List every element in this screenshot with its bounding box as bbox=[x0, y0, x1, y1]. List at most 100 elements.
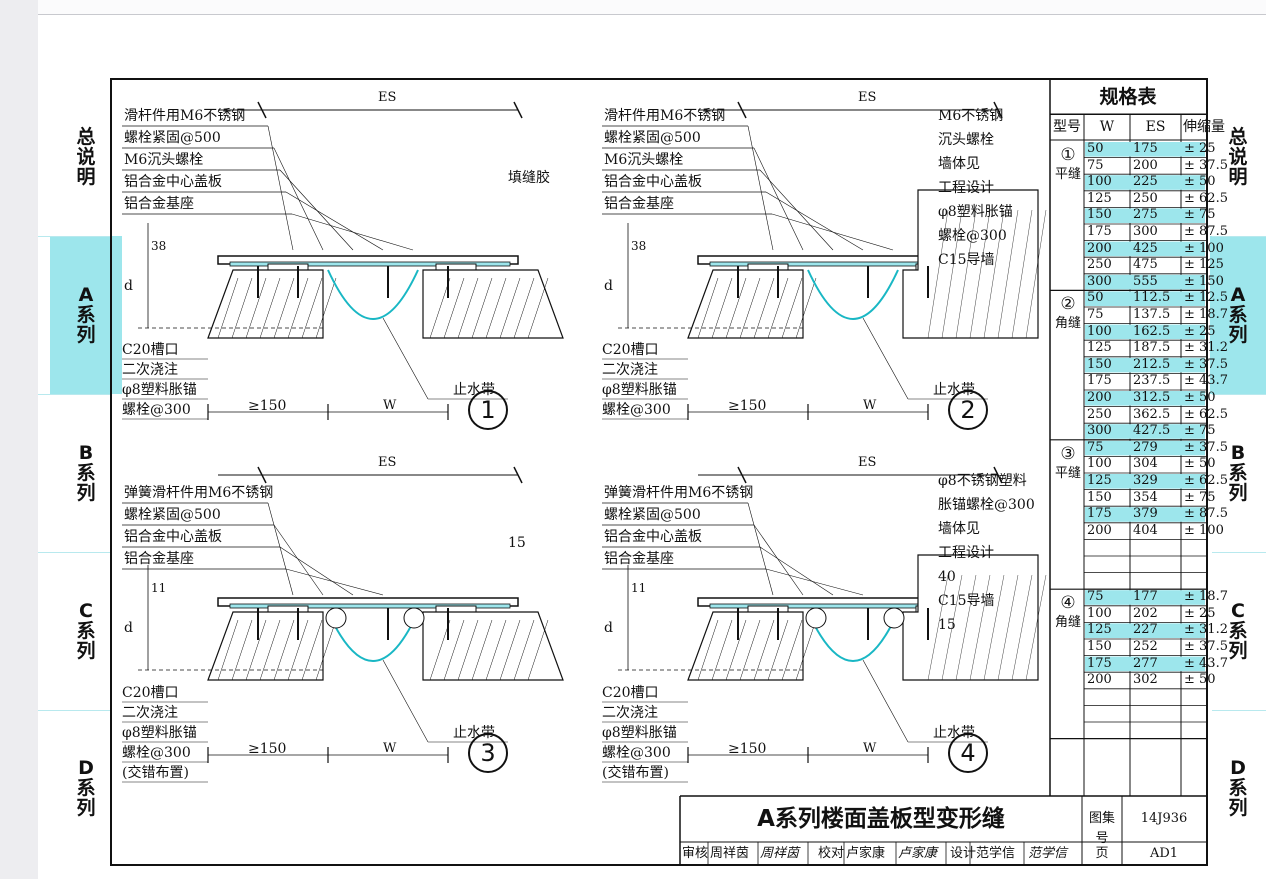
detail-number-badge: 4 bbox=[948, 733, 988, 773]
line bbox=[765, 191, 864, 251]
design-label: 设计 bbox=[950, 846, 977, 861]
spec-group-marker: ① bbox=[1060, 145, 1076, 165]
line bbox=[969, 574, 991, 681]
es-dimension: ES bbox=[858, 90, 877, 105]
spec-cell: ± 43.7 bbox=[1184, 373, 1228, 389]
spec-cell: ± 87.5 bbox=[1184, 506, 1228, 522]
line bbox=[273, 524, 324, 596]
callout-label: C15导墙 bbox=[938, 593, 995, 609]
line bbox=[955, 574, 977, 681]
spec-cell: 100 bbox=[1087, 605, 1112, 621]
tab-separator bbox=[38, 394, 110, 395]
line bbox=[257, 466, 267, 484]
spec-cell: ± 18.7 bbox=[1184, 589, 1228, 605]
spec-cell: 137.5 bbox=[1133, 307, 1171, 322]
spec-cell: 100 bbox=[1087, 174, 1112, 190]
dim-label: W bbox=[863, 741, 877, 756]
spec-cell: 475 bbox=[1133, 257, 1158, 273]
spec-cell: 162.5 bbox=[1133, 323, 1171, 339]
side-tab-label: 总说明 bbox=[1228, 126, 1248, 188]
spec-cell: 212.5 bbox=[1133, 356, 1171, 372]
callout-label: 15 bbox=[938, 617, 956, 633]
callout-label: (交错布置) bbox=[602, 765, 669, 781]
line bbox=[485, 277, 507, 339]
callout-label: 滑杆件用M6不锈钢 bbox=[604, 108, 726, 124]
spec-cell: ± 25 bbox=[1184, 323, 1216, 339]
line bbox=[927, 574, 949, 681]
spec-cell: ± 62.5 bbox=[1184, 406, 1228, 422]
spec-cell: 50 bbox=[1087, 141, 1104, 156]
spec-cell: ± 75 bbox=[1184, 423, 1216, 439]
spec-group-name: 角缝 bbox=[1054, 615, 1081, 631]
callout-label: 螺栓紧固@500 bbox=[604, 130, 701, 146]
line bbox=[267, 502, 294, 596]
side-tab-right-0[interactable]: 总说明 bbox=[1210, 78, 1266, 236]
spec-cell: 379 bbox=[1133, 506, 1158, 522]
spec-cell: 200 bbox=[1087, 390, 1112, 405]
line bbox=[753, 147, 804, 251]
line bbox=[217, 619, 239, 681]
spec-group-name: 角缝 bbox=[1054, 316, 1081, 332]
callout-label: 二次浇注 bbox=[602, 362, 658, 378]
spec-cell: ± 50 bbox=[1184, 390, 1216, 405]
line bbox=[771, 213, 894, 251]
spec-cell: ± 75 bbox=[1184, 489, 1216, 505]
line bbox=[301, 277, 323, 339]
designer-signature: 范学信 bbox=[1028, 846, 1068, 861]
spec-cell: 329 bbox=[1133, 473, 1158, 488]
tab-separator bbox=[1212, 552, 1266, 553]
tab-separator bbox=[38, 552, 110, 553]
spec-cell: 354 bbox=[1133, 489, 1158, 505]
shape bbox=[1085, 590, 1205, 605]
line bbox=[285, 568, 384, 596]
checker-name: 卢家康 bbox=[846, 846, 886, 861]
spec-cell: ± 50 bbox=[1184, 672, 1216, 688]
shape bbox=[403, 607, 425, 629]
callout-label: φ8塑料胀锚 bbox=[938, 204, 1013, 220]
line bbox=[287, 277, 309, 339]
line bbox=[231, 619, 253, 681]
spec-cell: 300 bbox=[1087, 273, 1112, 289]
callout-label: 铝合金基座 bbox=[124, 551, 194, 567]
line bbox=[747, 125, 774, 251]
callout-label: 二次浇注 bbox=[122, 705, 178, 721]
line bbox=[315, 277, 337, 339]
line bbox=[767, 277, 789, 339]
dim-label: W bbox=[383, 398, 397, 413]
spec-cell: 427.5 bbox=[1133, 423, 1171, 439]
line bbox=[955, 209, 977, 339]
spec-cell: 202 bbox=[1133, 605, 1158, 621]
shape bbox=[883, 607, 905, 629]
spec-cell: ± 25 bbox=[1184, 141, 1216, 156]
shape bbox=[1085, 357, 1205, 373]
spec-cell: 75 bbox=[1087, 439, 1104, 455]
spec-cell: 200 bbox=[1087, 240, 1112, 256]
line bbox=[753, 524, 804, 596]
review-label: 审核 bbox=[682, 846, 709, 861]
spec-cell: 312.5 bbox=[1133, 390, 1171, 405]
drawing-title: A系列楼面盖板型变形缝 bbox=[757, 806, 1005, 832]
spec-cell: 150 bbox=[1087, 489, 1112, 505]
shape bbox=[327, 269, 419, 320]
side-tab-left-0[interactable]: 总说明 bbox=[50, 78, 122, 236]
shape bbox=[207, 611, 324, 681]
reviewer-name: 周祥茵 bbox=[710, 846, 750, 861]
spec-group-marker: ② bbox=[1060, 294, 1076, 315]
line bbox=[257, 101, 267, 119]
spec-cell: ± 87.5 bbox=[1184, 224, 1228, 239]
spec-cell: 275 bbox=[1133, 207, 1158, 223]
spec-cell: 225 bbox=[1133, 174, 1158, 190]
spec-cell: 187.5 bbox=[1133, 340, 1171, 356]
side-tab-label: 总说明 bbox=[76, 126, 96, 188]
spec-cell: 425 bbox=[1133, 240, 1158, 256]
line bbox=[429, 619, 451, 681]
